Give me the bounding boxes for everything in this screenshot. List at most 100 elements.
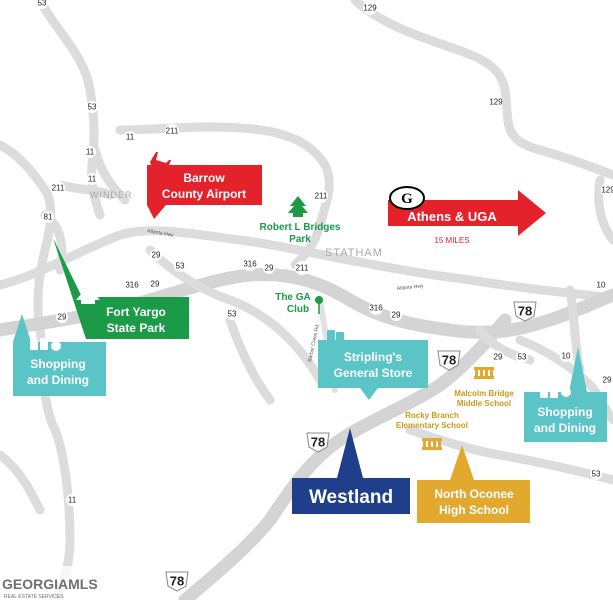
svg-text:129: 129 — [489, 98, 503, 107]
shield-129-a: 129 — [363, 1, 377, 15]
svg-text:211: 211 — [315, 192, 328, 201]
svg-text:29: 29 — [152, 251, 161, 260]
shield-29-b: 29 — [263, 262, 275, 274]
shield-211-a: 211 — [165, 124, 179, 138]
svg-text:10: 10 — [597, 281, 606, 290]
poi-shopping-east: Shopping and Dining — [524, 347, 607, 442]
svg-text:53: 53 — [38, 0, 47, 8]
poi-malcolm-bridge: Malcolm Bridge Middle School — [454, 367, 514, 408]
poi-shopping-west: Shopping and Dining — [13, 314, 106, 396]
airplane-icon — [150, 152, 171, 178]
shield-11-b: 11 — [86, 173, 98, 185]
shield-29-g: 29 — [601, 374, 613, 386]
hwy-atlanta-west: Atlanta Hwy — [147, 228, 175, 239]
svg-text:316: 316 — [369, 304, 383, 313]
school-icon — [422, 438, 442, 450]
town-statham: STATHAM — [325, 247, 383, 259]
athens-distance: 15 MILES — [434, 236, 469, 245]
shield-29-d: 29 — [56, 311, 68, 323]
svg-text:78: 78 — [442, 353, 456, 368]
malcolm-line2: Middle School — [457, 399, 511, 408]
shield-78-b: 78 — [437, 350, 461, 371]
hwy-atlanta-east: Atlanta Hwy — [397, 283, 425, 292]
shopwest-line2: and Dining — [27, 373, 89, 387]
svg-text:29: 29 — [265, 264, 274, 273]
svg-text:11: 11 — [88, 175, 97, 184]
poi-rocky-branch: Rocky Branch Elementary School — [396, 411, 468, 450]
yargo-line2: State Park — [107, 321, 166, 335]
shield-53-f: 53 — [516, 351, 528, 363]
svg-text:29: 29 — [494, 353, 503, 362]
watermark-sub: REAL ESTATE SERVICES — [4, 594, 64, 600]
mls-watermark: GEORGIAMLS REAL ESTATE SERVICES — [0, 566, 98, 600]
shield-211-b: 211 — [51, 181, 65, 195]
svg-text:211: 211 — [166, 127, 179, 136]
rocky-line2: Elementary School — [396, 421, 468, 430]
poi-stripling: Stripling's General Store — [318, 330, 428, 400]
svg-text:11: 11 — [68, 496, 77, 505]
shopwest-line1: Shopping — [30, 357, 85, 371]
svg-text:129: 129 — [601, 186, 613, 195]
shield-10-a: 10 — [595, 279, 607, 291]
airport-line2: County Airport — [162, 187, 246, 201]
shield-316-c: 316 — [369, 301, 383, 315]
shield-11-c: 11 — [66, 494, 78, 506]
svg-text:29: 29 — [151, 280, 160, 289]
svg-text:211: 211 — [52, 184, 65, 193]
shopeast-line1: Shopping — [537, 405, 592, 419]
svg-text:29: 29 — [58, 313, 67, 322]
tree-icon — [288, 196, 308, 217]
oconee-line1: North Oconee — [434, 487, 514, 501]
stripling-line2: General Store — [334, 366, 413, 380]
yargo-line1: Fort Yargo — [106, 305, 166, 319]
bridges-line2: Park — [289, 234, 311, 245]
westland-label: Westland — [309, 487, 393, 508]
airport-line1: Barrow — [183, 171, 225, 185]
shield-29-c: 29 — [149, 278, 161, 290]
svg-text:G: G — [401, 191, 413, 207]
svg-text:78: 78 — [518, 304, 532, 319]
svg-text:10: 10 — [562, 352, 571, 361]
shield-78-a: 78 — [513, 301, 537, 322]
poi-athens: G Athens & UGA 15 MILES — [388, 186, 546, 245]
shield-29-f: 29 — [492, 351, 504, 363]
svg-text:53: 53 — [518, 353, 527, 362]
athens-label: Athens & UGA — [407, 209, 497, 224]
svg-text:78: 78 — [170, 574, 184, 589]
svg-text:129: 129 — [363, 4, 377, 13]
malcolm-line1: Malcolm Bridge — [454, 389, 514, 398]
shield-53-c: 53 — [174, 260, 186, 272]
poi-westland: Westland — [292, 428, 410, 514]
shield-78-d: 78 — [165, 571, 189, 592]
shield-316-b: 316 — [125, 278, 139, 292]
bridges-line1: Robert L Bridges — [260, 222, 341, 233]
svg-text:316: 316 — [243, 260, 257, 269]
shield-316-a: 316 — [243, 257, 257, 271]
oconee-line2: High School — [439, 503, 509, 517]
gaclub-line1: The GA — [275, 292, 311, 303]
map-pin-icon — [315, 296, 323, 314]
shield-81: 81 — [42, 211, 54, 223]
svg-text:29: 29 — [603, 376, 612, 385]
rocky-line1: Rocky Branch — [405, 411, 459, 420]
poi-ga-club: The GA Club — [275, 292, 323, 315]
svg-text:53: 53 — [592, 470, 601, 479]
shield-53-a: 53 — [36, 0, 48, 9]
shield-129-b: 129 — [489, 95, 503, 109]
svg-text:211: 211 — [296, 264, 309, 273]
poi-fort-yargo: Fort Yargo State Park — [53, 238, 189, 339]
poi-airport: Barrow County Airport — [147, 152, 262, 219]
svg-text:11: 11 — [86, 148, 95, 157]
georgia-g-icon: G — [389, 186, 425, 210]
shield-53-b: 53 — [86, 101, 98, 113]
shield-53-d: 53 — [226, 308, 238, 320]
shield-211-c: 211 — [314, 189, 328, 203]
poi-north-oconee: North Oconee High School — [417, 445, 530, 523]
tree-icon — [76, 281, 100, 304]
shield-78-c: 78 — [306, 432, 330, 453]
poi-bridges-park: Robert L Bridges Park — [260, 196, 341, 245]
stripling-line1: Stripling's — [344, 350, 403, 364]
svg-text:316: 316 — [125, 281, 139, 290]
school-icon — [423, 468, 443, 480]
